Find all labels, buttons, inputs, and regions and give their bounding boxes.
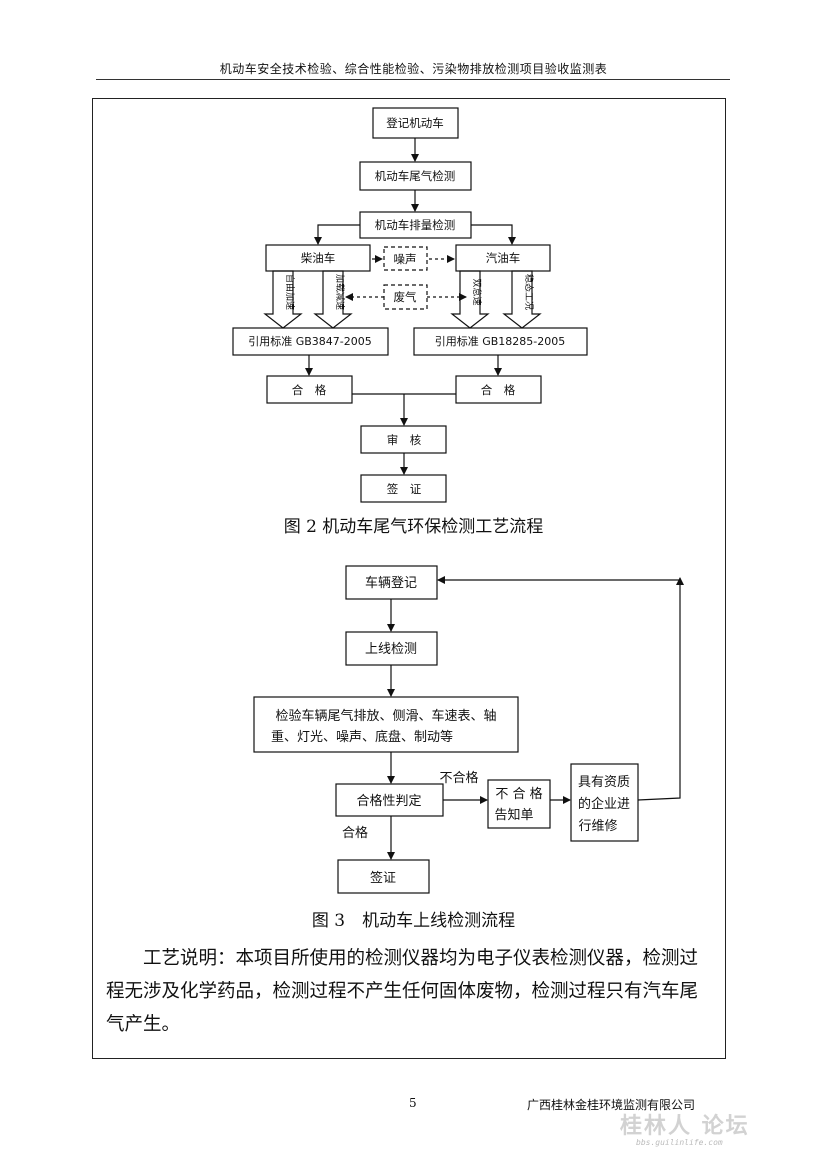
f2-diesel-method-2: 加载减速	[334, 274, 346, 310]
page-header: 机动车安全技术检验、综合性能检验、污染物排放检测项目验收监测表	[219, 62, 608, 76]
figure3-caption: 图 3 机动车上线检测流程	[311, 911, 516, 931]
f3-notice-line2: 告知单	[494, 807, 533, 823]
f2-exhaust-gas-label: 废气	[394, 290, 417, 304]
figure2-caption: 图 2 机动车尾气环保检测工艺流程	[283, 517, 544, 537]
f2-diesel-method-1: 自由加速	[284, 274, 296, 310]
f3-register-label: 车辆登记	[365, 575, 417, 591]
process-description: 工艺说明：本项目所使用的检测仪器均为电子仪表检测仪器，检测过程无涉及化学药品，检…	[106, 948, 699, 1035]
f2-std-diesel-box	[232, 327, 389, 356]
f2-gas-method-2: 稳态工况	[523, 274, 535, 310]
f3-items-line2: 重、灯光、噪声、底盘、制动等	[271, 729, 453, 745]
f2-std-gas-box	[413, 327, 588, 356]
f3-notice-line1: 不 合 格	[495, 786, 542, 802]
f2-std-diesel-label: 引用标准 GB3847-2005	[248, 334, 372, 348]
f2-register-label: 登记机动车	[386, 116, 444, 130]
f3-repair-line1: 具有资质	[578, 775, 630, 790]
f2-diesel-method-arrow-2	[313, 270, 353, 329]
f3-fail-label: 不合格	[439, 770, 478, 786]
figure2-labels: 登记机动车 机动车尾气检测 机动车排量检测 柴油车 汽油车 噪声 废气 引用标准…	[248, 116, 565, 496]
f2-noise-label: 噪声	[394, 252, 417, 266]
f2-pass-right-label: 合 格	[481, 383, 516, 397]
f2-pass-left-box	[266, 375, 353, 404]
f2-diesel-label: 柴油车	[301, 251, 336, 265]
f2-gasoline-label: 汽油车	[486, 251, 521, 265]
f2-pass-right-box	[455, 375, 542, 404]
f2-gas-method-arrow-2	[502, 270, 542, 329]
figure2-flowchart	[232, 107, 588, 503]
watermark-logo: 桂林人 论坛	[620, 1114, 750, 1139]
f3-items-box	[253, 696, 519, 753]
f2-diesel-method-arrow-1	[263, 270, 303, 329]
f2-diesel-box	[265, 244, 371, 272]
f3-issue-box	[337, 859, 430, 894]
f2-branch-right	[471, 224, 516, 245]
f2-emission-label: 机动车排量检测	[375, 218, 456, 232]
f3-judge-label: 合格性判定	[356, 793, 421, 809]
f3-repair-line2: 的企业进	[578, 796, 630, 812]
f3-online-label: 上线检测	[365, 642, 417, 657]
f2-exhaust-label: 机动车尾气检测	[375, 169, 456, 183]
f2-issue-label: 签 证	[387, 482, 422, 496]
header-rule	[96, 79, 730, 80]
f2-branch-left	[314, 224, 360, 245]
watermark-url: bbs.guilinlife.com	[636, 1138, 723, 1147]
f2-gasoline-box	[455, 244, 551, 272]
page-number: 5	[409, 1096, 417, 1110]
figure2-method-labels: 自由加速 加载减速 双怠速 稳态工况	[284, 274, 535, 310]
f3-repair-line3: 行维修	[578, 819, 617, 834]
f2-gas-method-arrow-1	[450, 270, 490, 329]
f2-std-gas-label: 引用标准 GB18285-2005	[435, 334, 566, 348]
f2-noise-box	[383, 246, 428, 271]
f3-pass-label: 合格	[342, 825, 368, 841]
content-frame	[92, 98, 726, 1059]
f2-review-label: 审 核	[387, 433, 422, 447]
f3-issue-label: 签证	[370, 870, 396, 886]
f3-notice-box	[487, 779, 551, 829]
flowcharts: 登记机动车 机动车尾气检测 机动车排量检测 柴油车 汽油车 噪声 废气 引用标准…	[232, 107, 684, 894]
figure3-labels: 车辆登记 上线检测 检验车辆尾气排放、侧滑、车速表、轴 重、灯光、噪声、底盘、制…	[271, 575, 630, 886]
f3-items-line1: 检验车辆尾气排放、侧滑、车速表、轴	[275, 708, 496, 724]
f3-repair-box	[570, 763, 639, 842]
f2-issue-box	[360, 474, 447, 503]
f2-pass-left-label: 合 格	[292, 383, 327, 397]
figure3-flowchart	[253, 565, 684, 894]
f2-gas-method-1: 双怠速	[471, 278, 483, 305]
company-name: 广西桂林金桂环境监测有限公司	[527, 1098, 696, 1112]
